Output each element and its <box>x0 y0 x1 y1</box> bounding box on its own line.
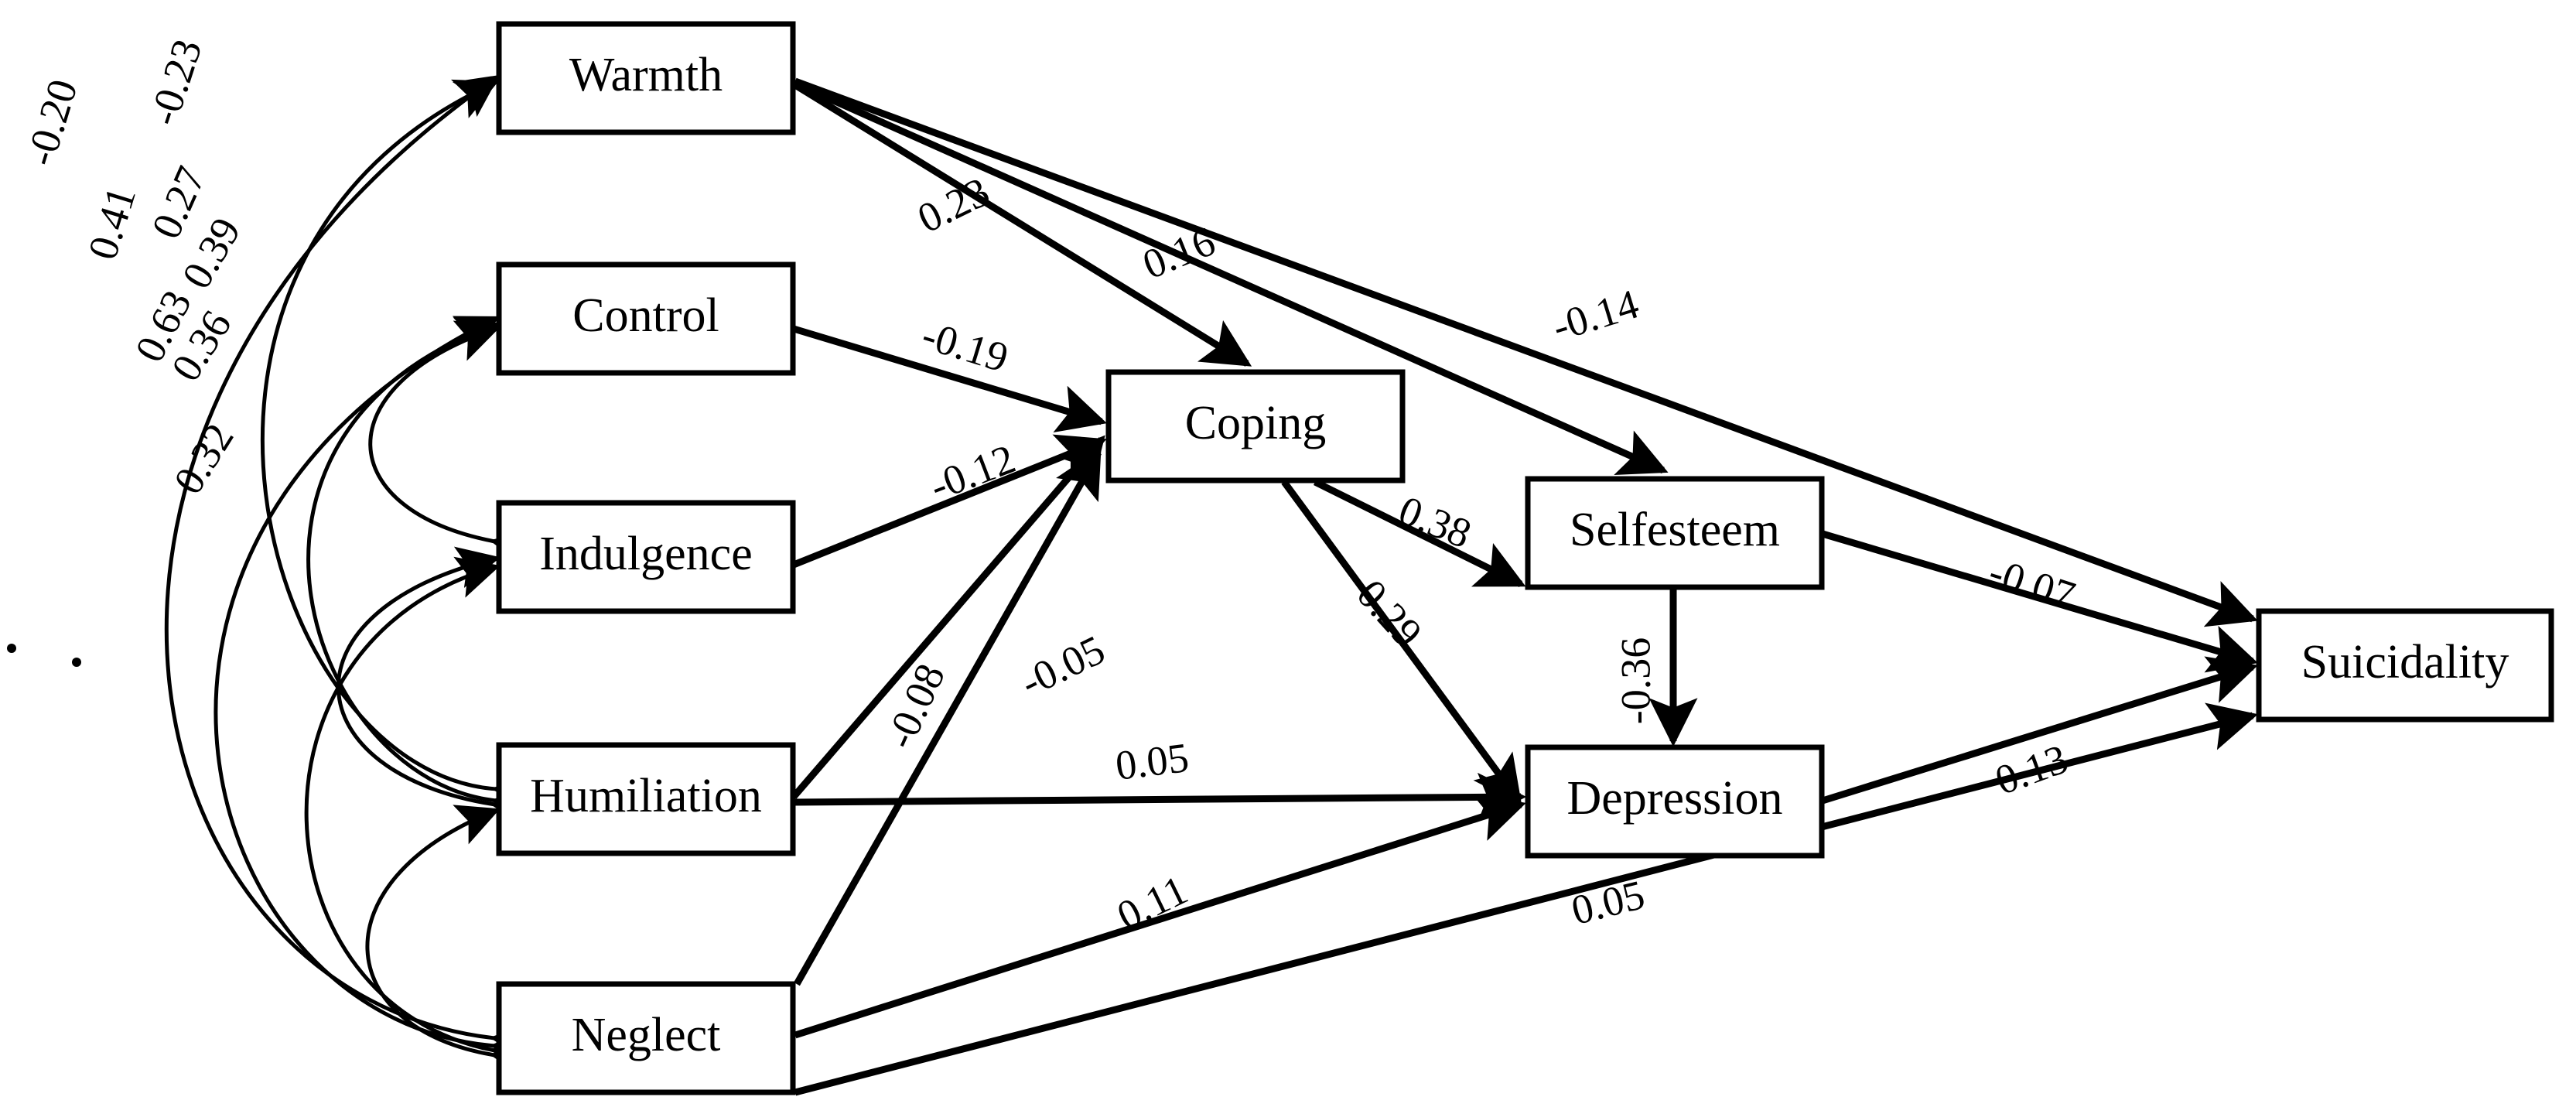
node-label-indulgence: Indulgence <box>539 528 752 580</box>
regression-paths-group <box>791 77 2258 1096</box>
path-humiliation-coping <box>791 435 1105 799</box>
correlation-arcs-group <box>7 74 536 1082</box>
node-label-neglect: Neglect <box>572 1009 721 1061</box>
path-warmth-coping <box>793 82 1252 367</box>
coef-label-humiliation-warmth: -0.23 <box>140 34 211 132</box>
coef-label-neglect-suicidality: 0.05 <box>1567 871 1649 934</box>
node-warmth[interactable]: Warmth <box>496 21 796 135</box>
coef-label-warmth-selfesteem: 0.16 <box>1136 217 1221 288</box>
node-label-coping: Coping <box>1185 397 1327 449</box>
node-label-warmth: Warmth <box>569 49 723 101</box>
coef-label-neglect-warmth: -0.20 <box>17 74 87 171</box>
coef-label-neglect-coping: -0.08 <box>876 657 955 755</box>
node-label-selfesteem: Selfesteem <box>1570 504 1780 556</box>
path-coping-depression <box>1281 480 1522 805</box>
path-depression-suicidality <box>1821 656 2258 805</box>
corr-arc-humiliation-control <box>306 317 536 826</box>
path-neglect-depression <box>794 794 1526 1039</box>
coef-label-neglect-control: 0.41 <box>79 181 145 265</box>
node-label-control: Control <box>572 289 719 342</box>
path-selfesteem-suicidality <box>1821 530 2258 673</box>
path-coping-selfesteem <box>1313 478 1526 588</box>
corr-arc-neglect-indulgence <box>304 556 536 1078</box>
path-warmth-suicidality <box>794 77 2258 627</box>
path-warmth-selfesteem <box>794 80 1669 476</box>
node-label-humiliation: Humiliation <box>530 770 762 822</box>
corr-arc-humiliation-warmth <box>261 79 535 813</box>
coef-label-indulgence-coping: -0.12 <box>924 436 1022 510</box>
coef-label-selfesteem-depression: -0.36 <box>1612 637 1659 724</box>
coef-label-humiliation-coping: -0.05 <box>1013 626 1112 706</box>
coef-label-selfesteem-suicidality: -0.07 <box>1983 548 2081 620</box>
path-control-coping <box>792 325 1107 433</box>
corr-arc-indulgence-control <box>368 320 536 570</box>
coef-label-neglect-humiliation: 0.32 <box>165 415 243 502</box>
corr-arc-humiliation-indulgence <box>337 546 535 832</box>
node-selfesteem[interactable]: Selfesteem <box>1525 476 1825 590</box>
node-neglect[interactable]: Neglect <box>496 981 796 1095</box>
node-label-depression: Depression <box>1567 772 1783 825</box>
corr-arc-neglect-humiliation <box>365 805 535 1082</box>
coef-label-warmth-coping: 0.23 <box>910 168 996 241</box>
node-suicidality[interactable]: Suicidality <box>2256 608 2554 723</box>
node-control[interactable]: Control <box>496 261 796 376</box>
node-humiliation[interactable]: Humiliation <box>496 742 796 856</box>
node-depression[interactable]: Depression <box>1525 744 1825 859</box>
path-neglect-suicidality <box>794 702 2258 1096</box>
path-humiliation-depression <box>793 772 1527 822</box>
coef-label-coping-selfesteem: 0.38 <box>1392 487 1478 557</box>
path-neglect-coping <box>794 447 1102 986</box>
path-indulgence-coping <box>792 434 1107 569</box>
corr-arc-neglect-control <box>214 316 535 1071</box>
coef-label-humiliation-depression: 0.05 <box>1113 734 1191 789</box>
node-label-suicidality: Suicidality <box>2301 636 2509 689</box>
node-indulgence[interactable]: Indulgence <box>496 500 796 614</box>
corr-arc-dot <box>72 658 81 667</box>
corr-arc-dot <box>7 644 16 653</box>
nodes-group: Warmth Control Indulgence Humiliation Ne… <box>496 21 2554 1095</box>
node-coping[interactable]: Coping <box>1105 369 1406 484</box>
coef-label-warmth-suicidality: -0.14 <box>1547 281 1644 350</box>
